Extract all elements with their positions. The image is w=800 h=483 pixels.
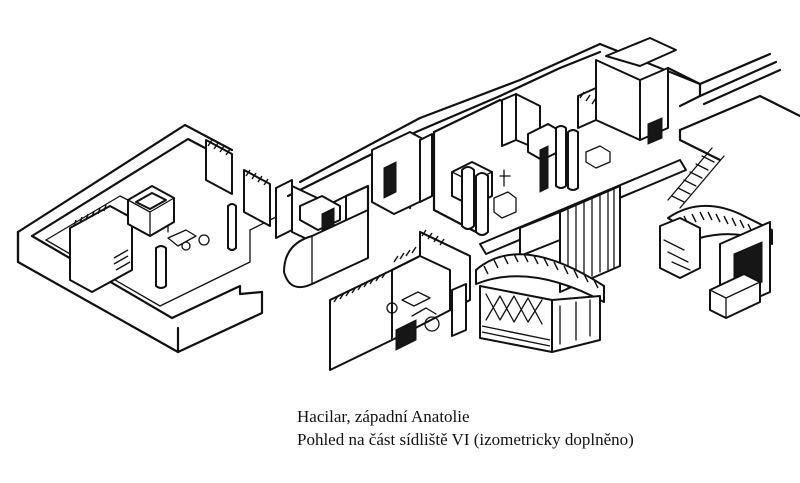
central-rooms: [371, 93, 611, 236]
left-enclosure: [16, 123, 293, 354]
lower-rooms: [329, 229, 472, 371]
figure-caption: Hacilar, západní Anatolie Pohled na část…: [297, 405, 634, 451]
central-walls: [283, 42, 602, 288]
caption-line-2: Pohled na část sídliště VI (izometricky …: [297, 430, 634, 449]
caption-line-1: Hacilar, západní Anatolie: [297, 407, 470, 426]
beam-and-fence: [479, 159, 687, 293]
upper-right-building: [558, 37, 782, 145]
isometric-settlement-drawing: [16, 37, 800, 371]
right-wing: [659, 94, 800, 319]
front-canopy: [475, 253, 605, 353]
